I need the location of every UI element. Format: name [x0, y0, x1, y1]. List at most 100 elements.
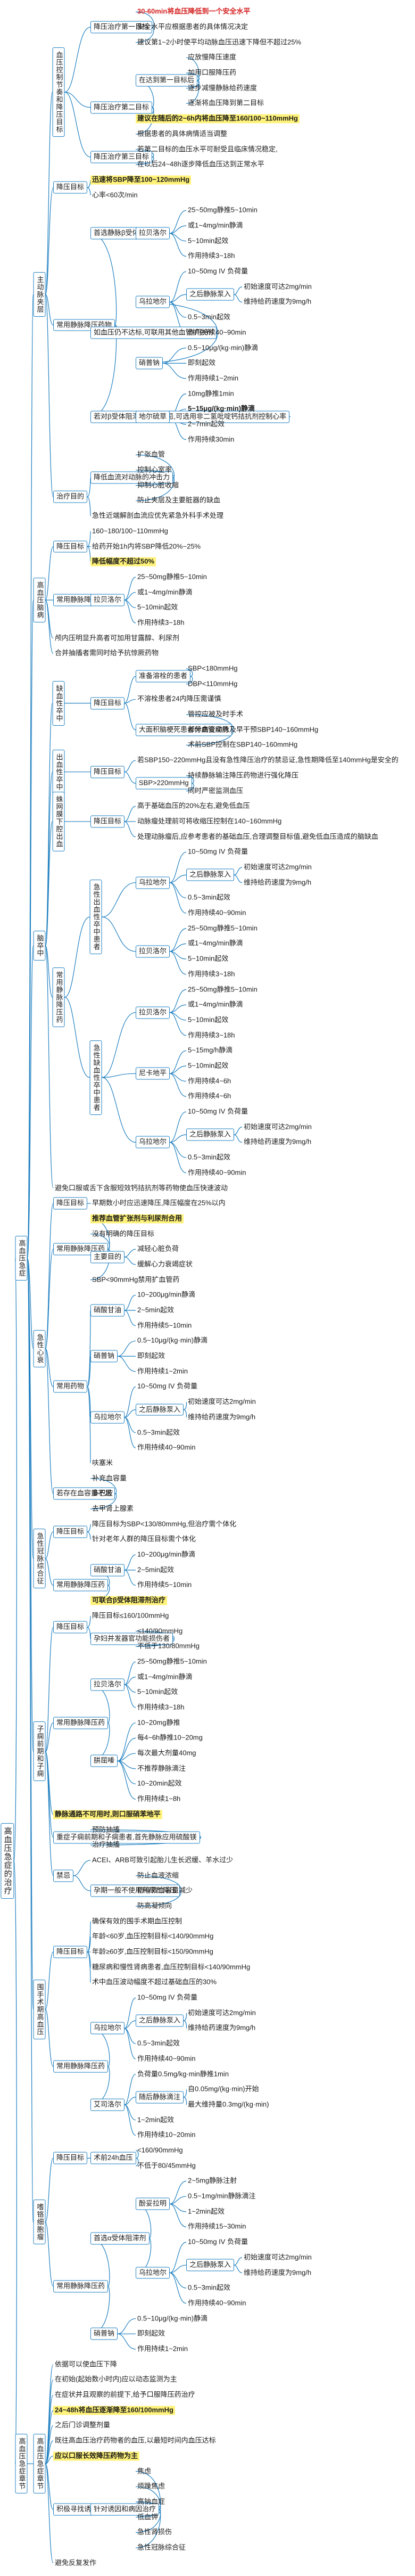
- node-j1b1a3: 1~2min起效: [188, 2207, 225, 2216]
- node-c1: 高血压脑病: [33, 577, 46, 622]
- node-d1d1a3: 0.5~3min起效: [188, 893, 230, 901]
- node-a1a2a1: 应放慢降压速度: [188, 53, 237, 61]
- node-f1b1b: 2~5min起效: [137, 1565, 174, 1574]
- node-j1b2: 硝普钠: [90, 2327, 118, 2340]
- node-g1: 高血压急症: [15, 1236, 28, 1281]
- node-j1: 嗜铬细胞瘤: [33, 2200, 46, 2245]
- node-c1b1b: 或1~4mg/min静滴: [137, 588, 193, 596]
- link-d1d2c2-d1d2c2b: [234, 1134, 243, 1143]
- node-d1a1a: 准备溶栓的患者: [136, 670, 191, 683]
- node-e1c4: 呋塞米: [92, 1458, 113, 1467]
- link-d1d2c-d1d2c3: [169, 1142, 187, 1158]
- node-b2a1b: 或1~4mg/min静滴: [188, 221, 243, 229]
- link-d1c1-d1c1a: [124, 806, 136, 822]
- link-b2b1b-b2b1b2: [234, 294, 243, 303]
- link-i1b2-i1b2b: [124, 2097, 136, 2105]
- node-h1e2b: 防有效血容量减少: [137, 1886, 193, 1894]
- node-h1b2e: 10~20min起效: [137, 1779, 182, 1787]
- node-i1b2a: 负荷量0.5mg/kg·min静推1min: [137, 2070, 229, 2078]
- node-k1i: 避免反复发作: [55, 2558, 97, 2567]
- link-b2a1-b2a1a: [169, 210, 187, 234]
- node-c1a: 降压目标: [53, 540, 88, 553]
- link-i1b2b-i1b2b1: [183, 2089, 187, 2098]
- link-e1b-e1b2: [90, 1233, 110, 1250]
- node-d1d1b3: 5~10min起效: [188, 954, 229, 963]
- node-e1b3: 主要目的: [90, 1251, 125, 1264]
- link-d1a1a-d1a1a1: [186, 668, 193, 677]
- node-k1h1c: 高钠血症: [137, 2497, 165, 2506]
- node-e1d3: 去甲肾上腺素: [92, 1504, 134, 1513]
- node-i1b: 常用静脉降压药: [53, 2060, 109, 2073]
- link-e1c1-e1c1c: [124, 1310, 136, 1326]
- node-e1c: 常用药物: [53, 1381, 88, 1393]
- link-i1-i1a: [45, 1951, 54, 2010]
- node-k1h1b: 烦躁焦虑: [137, 2482, 165, 2490]
- link-k1h1-k1h1b: [135, 2486, 161, 2510]
- link-g1-e1: [27, 1258, 34, 1349]
- node-d1c1a: 高于基础血压的20%左右,避免低血压: [137, 801, 250, 810]
- node-b2c1b: 5~15μg/(kg·min)静滴: [188, 404, 255, 413]
- link-e1c3-e1c3a: [124, 1386, 136, 1418]
- link-i1a-i1a5: [87, 1951, 91, 1983]
- link-d1a1-d1a1a: [124, 676, 136, 704]
- link-d1b1b-d1b1b1: [186, 775, 194, 784]
- node-b2b1b2: 维持给药速度为9mg/h: [244, 297, 312, 306]
- node-j1b2a: 0.5~10μg/(kg·min)静滴: [137, 2314, 208, 2323]
- link-d1d1a-d1d1a3: [169, 882, 187, 898]
- link-e1-e1c: [45, 1348, 54, 1388]
- node-i1b2b2: 最大维持量0.3mg/(kg·min): [188, 2100, 269, 2109]
- link-j1b1b-j1b1b3: [169, 2272, 187, 2288]
- node-h1e1: ACEI、ARB可致引起胎儿生长迟缓、羊水过少: [92, 1856, 234, 1864]
- node-d1d2c4: 作用持续40~90min: [188, 1168, 246, 1177]
- node-root: 高血压急症的治疗: [1, 1823, 14, 1899]
- node-a1a: 血压控制节奏和降压目标: [52, 47, 65, 137]
- node-d1b1b2: 同时严密监测血压: [188, 786, 244, 795]
- node-b3a4: 防止夹层及主要脏器的缺血: [137, 496, 221, 504]
- link-e1c3-e1c3b: [124, 1409, 136, 1418]
- node-d1d2b4: 作用持续4~6h: [188, 1092, 231, 1100]
- node-d1d1b4: 作用持续3~18h: [188, 970, 235, 978]
- node-f1a: 降压目标: [53, 1525, 88, 1538]
- link-e1b3-e1b3b: [124, 1257, 136, 1265]
- node-d1d2: 急性缺血性卒中患者: [89, 1040, 102, 1115]
- link-b2-b2c: [90, 324, 117, 417]
- node-b2b1b: 之后静脉泵入: [186, 288, 235, 301]
- node-b2a1d: 作用持续3~18h: [188, 251, 235, 260]
- link-i1b2-i1b2a: [124, 2073, 136, 2105]
- link-i1b1-i1b1b: [124, 2020, 136, 2029]
- link-j1b-j1b2: [90, 2286, 110, 2334]
- node-j1b1b2: 之后静脉泵入: [186, 2259, 235, 2271]
- link-e1-e1a: [45, 1203, 54, 1349]
- node-h1d: 重症子痫前期和子痫患者,首先静脉应用硫酸镁: [53, 1831, 200, 1844]
- node-h1b2b: 每4~6h静推10~20mg: [137, 1733, 203, 1742]
- link-e1d-e1d3: [90, 1493, 117, 1509]
- node-i1a2: 年龄<60岁,血压控制目标<140/90mmHg: [92, 1932, 214, 1940]
- link-d1d2c-d1d2c1: [169, 1111, 187, 1143]
- node-d1d2c: 乌拉地尔: [136, 1136, 170, 1148]
- link-i1-i1b: [45, 2009, 54, 2067]
- node-d1b1a: 若SBP150~220mmHg且没有急性降压治疗的禁忌证,急性期降低至140mm…: [137, 756, 399, 764]
- link-k1-k1i: [45, 2463, 54, 2564]
- node-d1c1c: 处理动脉瘤后,应参考患者的基础血压,合理调整目标值,避免低血压造成的脑缺血: [137, 832, 378, 841]
- link-a1a1-a1a1x: [135, 11, 154, 28]
- link-d1d2b-d1d2b4: [169, 1073, 187, 1097]
- node-h1a: 降压目标: [53, 1621, 88, 1634]
- node-k1a: 依据可以使血压下降: [55, 2360, 118, 2368]
- link-d1c1-d1c1c: [124, 821, 136, 838]
- link-h1-h1b: [45, 1722, 54, 1752]
- link-a1-b1: [45, 187, 54, 295]
- node-d1a1a1: SBP<180mmHg: [188, 664, 238, 672]
- node-h1d1: 预防抽搐: [92, 1825, 120, 1834]
- link-i1b1-i1b1c: [124, 2028, 136, 2044]
- node-e1c1b: 2~5min起效: [137, 1306, 174, 1314]
- node-f1a1: 降压目标为SBP<130/80mmHg,但治疗需个体化: [92, 1520, 237, 1528]
- link-j1-j1a: [45, 2157, 54, 2223]
- link-j1b2-j1b2a: [117, 2318, 136, 2334]
- node-d1c1b: 动脉瘤处理前可将收缩压控制在140~160mmHg: [137, 817, 282, 825]
- node-a1a2a4: 逐渐将血压降到第二目标: [188, 99, 264, 108]
- link-j1b1b2-j1b1b2b: [234, 2265, 243, 2274]
- link-d1-d1d: [45, 945, 53, 998]
- node-g2: 高血压急症章节: [15, 2434, 28, 2494]
- node-i1b1a: 10~50mg IV 负荷量: [137, 1993, 198, 2001]
